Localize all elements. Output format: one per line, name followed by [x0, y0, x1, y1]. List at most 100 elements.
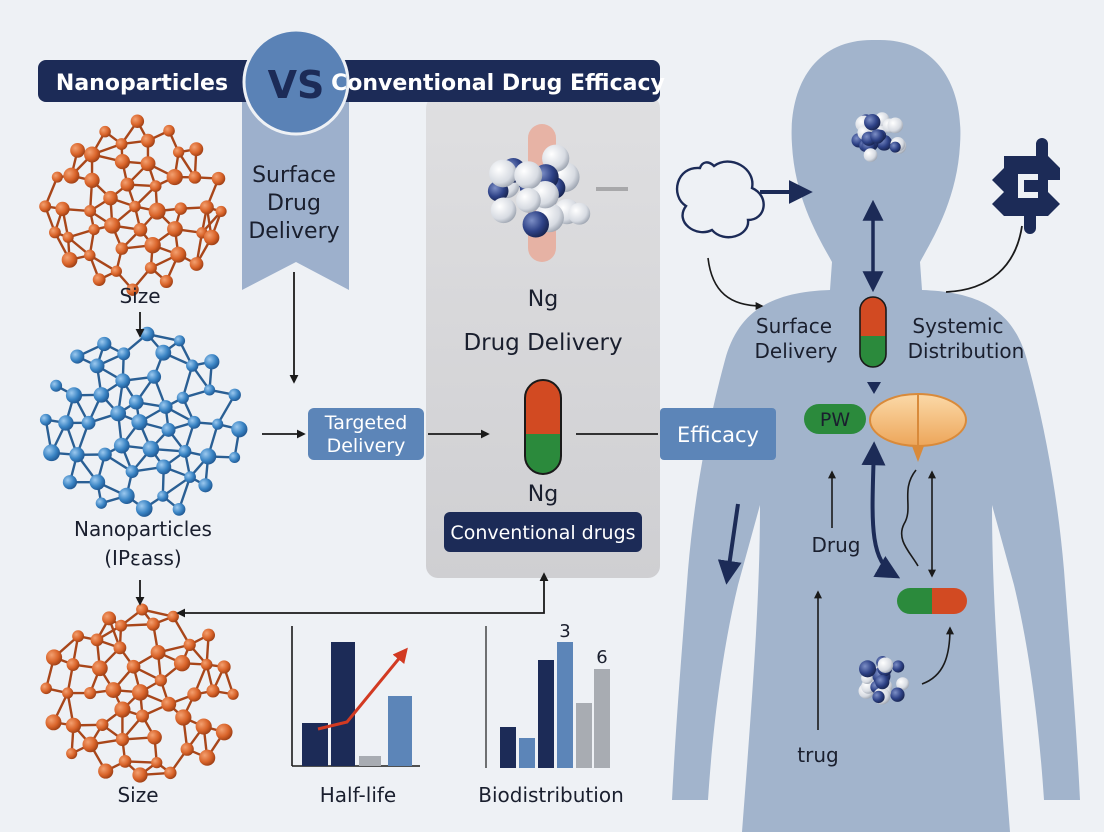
drug-molecule-head [851, 112, 907, 162]
atom [39, 413, 52, 426]
atom [82, 736, 99, 753]
atom [163, 124, 175, 137]
atom [126, 659, 141, 674]
atom [157, 490, 169, 502]
pw-pill [804, 404, 866, 434]
atom [228, 388, 241, 402]
atom [117, 347, 131, 361]
ng-label-top: Ng [528, 287, 558, 312]
atom [132, 767, 148, 783]
atom [135, 709, 149, 723]
half-life-bar-1 [302, 723, 328, 766]
nanoparticles-label: Nanoparticles [74, 517, 212, 541]
atom [136, 603, 149, 616]
atom [84, 686, 97, 700]
atom [63, 167, 80, 184]
atom [198, 478, 213, 493]
atom [200, 658, 213, 671]
banner-left-text: Nanoparticles [56, 71, 228, 96]
atom [148, 202, 166, 220]
atom [173, 655, 191, 672]
atom [215, 723, 233, 741]
half-life-chart: Half-life [291, 626, 420, 807]
atom [55, 201, 70, 217]
atom [81, 415, 96, 430]
atom [166, 168, 183, 186]
bio-value-6: 6 [596, 647, 607, 668]
bio-bar-6 [594, 669, 610, 768]
nanoparticles-sublabel: (IPεass) [104, 546, 181, 570]
atom [126, 283, 139, 296]
atom [189, 257, 204, 271]
title-banner: Nanoparticles VS Conventional Drug Effic… [38, 28, 665, 136]
atom [889, 141, 901, 153]
atom [115, 373, 131, 389]
targeted-delivery-box [308, 408, 424, 460]
drug-molecule-bottom [858, 656, 910, 705]
arrow-side-down [717, 503, 742, 585]
atom [516, 188, 541, 213]
atom [133, 222, 148, 237]
atom [45, 714, 62, 731]
pw-label: PW [820, 409, 850, 431]
conventional-drugs-box [444, 512, 642, 552]
biodistribution-label: Biodistribution [478, 783, 624, 807]
atom [69, 447, 85, 463]
liver-organ-shape [869, 393, 967, 462]
atom [489, 159, 517, 188]
atom [45, 649, 63, 666]
drug-delivery-label: Drug Delivery [463, 330, 622, 356]
vs-text: VS [268, 63, 325, 107]
atom [120, 177, 135, 192]
atom [130, 114, 145, 128]
atom [178, 445, 192, 458]
atom [187, 687, 202, 702]
bio-bar-4 [557, 642, 573, 768]
targeted-line-2: Delivery [327, 435, 406, 457]
systemic-line-1: Systemic [912, 314, 1003, 338]
atom [129, 200, 141, 213]
efficacy-box [660, 408, 776, 460]
atom [875, 674, 890, 690]
atom [65, 717, 82, 734]
bio-value-3: 3 [559, 621, 570, 642]
conventional-drugs-label: Conventional drugs [450, 522, 635, 544]
atom [199, 749, 216, 766]
atom [887, 117, 904, 134]
atom [115, 138, 128, 150]
atom [103, 190, 118, 206]
atom [164, 766, 177, 780]
atom [864, 113, 881, 131]
atom [188, 170, 202, 184]
atom [131, 684, 149, 701]
atom [863, 148, 878, 162]
atom [203, 229, 220, 246]
atom [187, 415, 201, 429]
atom [84, 249, 96, 262]
atom [62, 475, 78, 490]
ribbon-line-3: Delivery [248, 219, 339, 244]
ribbon-line-2: Drug [267, 191, 321, 216]
atom [189, 142, 204, 157]
atom [175, 709, 192, 726]
atom [84, 205, 97, 217]
atom [149, 180, 162, 192]
bio-bar-1 [500, 727, 516, 768]
atom [88, 224, 100, 236]
atom [135, 500, 153, 517]
atom [115, 619, 128, 632]
atom [96, 718, 109, 731]
size-label-bottom: Size [117, 783, 158, 807]
atom [140, 156, 156, 172]
vs-circle [242, 28, 350, 136]
atom [183, 638, 196, 651]
atom [114, 153, 130, 170]
surface-line-2: Delivery [754, 339, 837, 363]
atom [159, 274, 173, 288]
atom [49, 226, 61, 239]
atom [211, 171, 226, 186]
atom [568, 202, 591, 225]
atom [113, 641, 127, 655]
atom [90, 633, 104, 647]
